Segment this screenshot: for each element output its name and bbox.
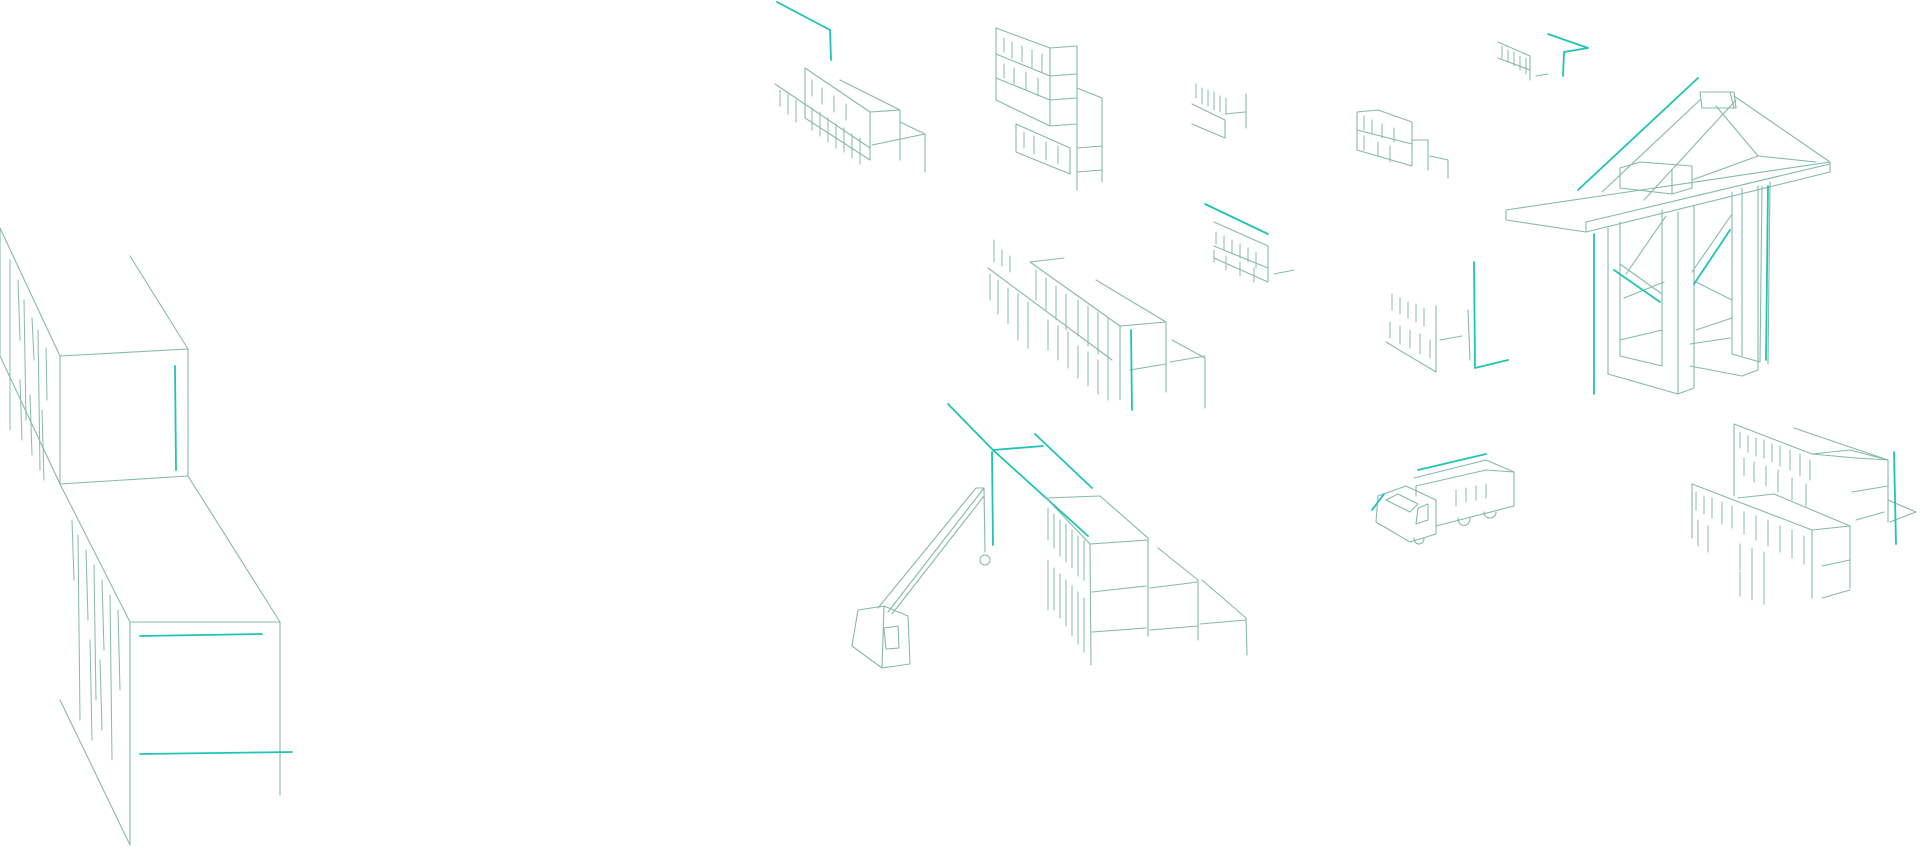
port-gantry-crane — [1505, 91, 1831, 395]
container-truck — [1375, 459, 1515, 545]
container-tower — [995, 27, 1103, 191]
container-group-top-left — [774, 67, 926, 173]
small-container-center-top — [1191, 83, 1247, 139]
container-block-center — [987, 239, 1206, 409]
mobile-crane — [851, 487, 991, 669]
small-container-top-right-highlight — [1547, 33, 1589, 77]
foreground-container-stack — [0, 227, 281, 846]
container-mid-center-highlight — [1204, 203, 1269, 235]
container-stack-center-right — [1356, 109, 1449, 179]
container-near-gantry — [1385, 293, 1471, 373]
container-block-center-highlight — [1130, 329, 1133, 411]
container-group-top-left-highlight — [776, 1, 832, 61]
container-stack-lower-right — [1691, 423, 1917, 605]
container-truck-highlights — [1371, 453, 1487, 511]
container-block-bottom-center — [1045, 495, 1248, 666]
container-near-gantry-highlight — [1473, 261, 1509, 369]
port-gantry-crane-highlights — [1577, 77, 1769, 395]
container-mid-center — [1213, 221, 1295, 283]
container-stack-lower-right-highlight — [1893, 451, 1897, 545]
foreground-container-highlights — [139, 365, 293, 755]
mobile-crane-boom — [947, 403, 1093, 546]
small-container-top-right — [1497, 41, 1549, 81]
